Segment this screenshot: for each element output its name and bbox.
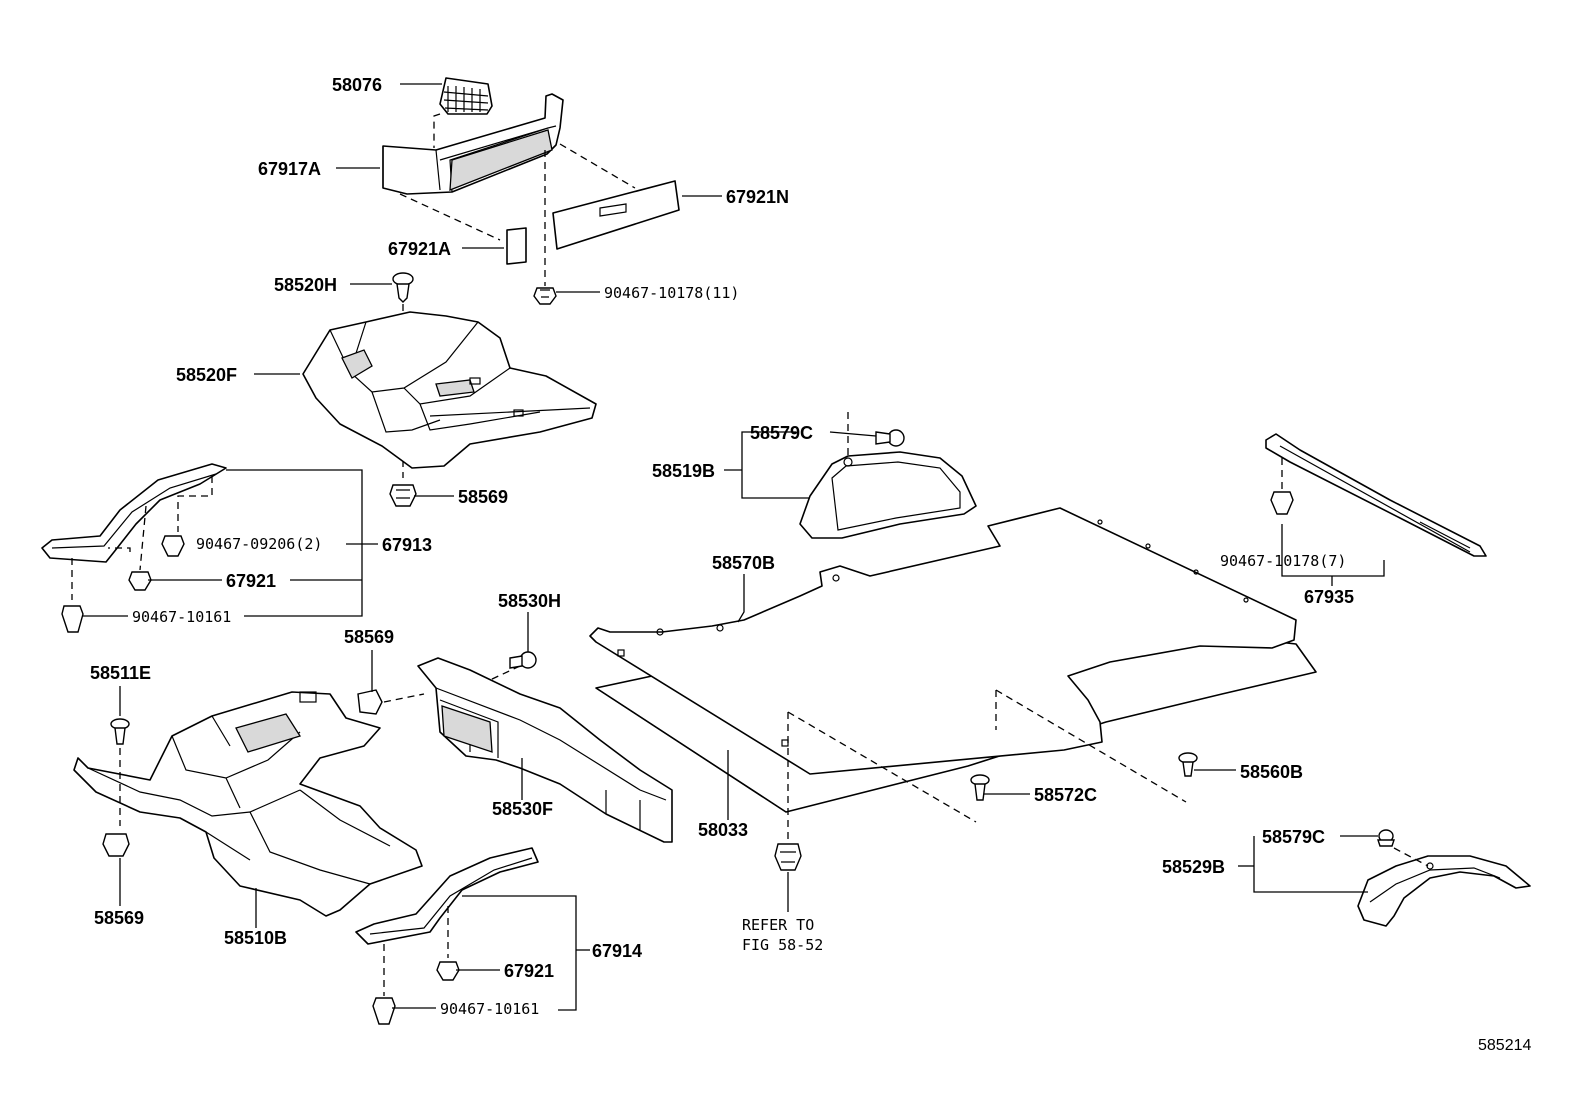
label-90467-10178-11: 90467-10178(11) (604, 284, 739, 302)
clip-90467-10178-top (533, 287, 557, 305)
dash-67913-c (108, 547, 131, 552)
label-67921A: 67921A (388, 239, 451, 259)
label-58511E: 58511E (90, 663, 151, 683)
diagram-id: 585214 (1478, 1037, 1531, 1054)
clip-58569-center (357, 689, 383, 715)
clip-58560B (1178, 752, 1198, 777)
label-58033: 58033 (698, 820, 748, 840)
part-67935-plate (1265, 433, 1487, 557)
label-58519B: 58519B (652, 461, 715, 481)
label-67921-bottom: 67921 (504, 961, 554, 981)
label-58579C-top: 58579C (750, 423, 813, 443)
label-58529B: 58529B (1162, 857, 1225, 877)
label-67913: 67913 (382, 535, 432, 555)
label-58569-mid: 58569 (458, 487, 508, 507)
part-58529B-wheelhouse (1357, 855, 1531, 927)
dash-58076 (433, 113, 441, 148)
label-58520H: 58520H (274, 275, 337, 295)
label-58570B: 58570B (712, 553, 775, 573)
clip-58511E (110, 718, 130, 745)
leader-lines (82, 83, 1385, 1011)
clip-58569-bottom (102, 833, 130, 857)
label-58530H: 58530H (498, 591, 561, 611)
label-58530F: 58530F (492, 799, 553, 819)
dash-58569-center (383, 693, 425, 703)
label-58579C-right: 58579C (1262, 827, 1325, 847)
dash-58530H (489, 665, 521, 681)
label-58510B: 58510B (224, 928, 287, 948)
label-67935: 67935 (1304, 587, 1354, 607)
clip-58572C (970, 774, 990, 801)
part-67921A-pad (506, 227, 527, 265)
label-58520F: 58520F (176, 365, 237, 385)
part-58570B-mat (589, 507, 1297, 775)
clip-58579C-top (875, 429, 905, 447)
clip-90467-09206 (161, 535, 185, 557)
clip-58033-bottom (774, 843, 802, 871)
clip-90467-10161-bottom (372, 997, 396, 1025)
label-fig-58-52: FIG 58-52 (742, 936, 823, 954)
label-90467-10178-7: 90467-10178(7) (1220, 552, 1346, 570)
label-refer-to: REFER TO (742, 916, 814, 934)
label-67921N: 67921N (726, 187, 789, 207)
part-67921N-pad (552, 180, 680, 250)
clip-58579C-right (1377, 829, 1395, 847)
part-67917A-duct (382, 93, 564, 195)
label-58569-bottom: 58569 (94, 908, 144, 928)
clip-67921-bottom (436, 961, 460, 981)
part-58076-grille (439, 77, 493, 115)
part-67913-scuff (41, 463, 227, 563)
label-90467-09206-2: 90467-09206(2) (196, 535, 322, 553)
clip-58530H (509, 651, 537, 669)
label-58569-center: 58569 (344, 627, 394, 647)
dash-58579C-right (1393, 847, 1429, 867)
dash-67913-b (139, 505, 147, 571)
label-67921-left: 67921 (226, 571, 276, 591)
label-58560B: 58560B (1240, 762, 1303, 782)
label-67917A: 67917A (258, 159, 321, 179)
dash-duct-67921A (399, 193, 501, 241)
label-90467-10161-bottom: 90467-10161 (440, 1000, 539, 1018)
clip-90467-10161-left (61, 605, 84, 633)
clip-58520H (392, 272, 414, 303)
label-58076: 58076 (332, 75, 382, 95)
label-58572C: 58572C (1034, 785, 1097, 805)
dash-58572C (787, 711, 977, 823)
label-90467-10161-left: 90467-10161 (132, 608, 231, 626)
part-58530F-tunnel (417, 657, 673, 843)
label-67914: 67914 (592, 941, 642, 961)
dash-58560B (995, 689, 1187, 803)
part-67914-scuff (355, 847, 539, 945)
clip-58569-mid (389, 484, 417, 507)
dash-duct-67921N (559, 143, 636, 189)
part-58520F-silencer (302, 311, 597, 469)
clip-90467-10178-right (1270, 491, 1294, 515)
clip-67921-left (128, 571, 152, 591)
part-58519B-cover (799, 451, 977, 539)
part-58510B-silencer (73, 691, 423, 917)
dash-67913-a (177, 476, 213, 532)
